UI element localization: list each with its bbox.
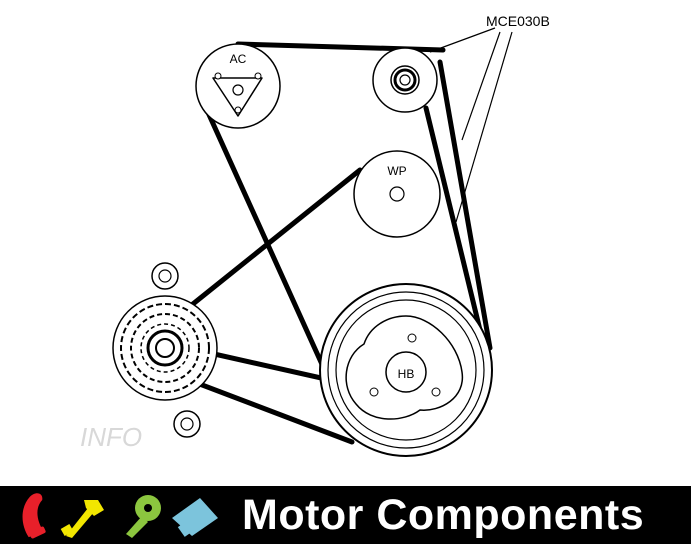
alternator xyxy=(112,262,218,438)
belt-routing-diagram: INFO MCE030B AC WP xyxy=(80,13,550,457)
part-code-leader xyxy=(429,27,513,223)
brand-icons xyxy=(22,493,218,539)
wp-pulley: WP xyxy=(353,150,441,238)
brand-title: Motor Components xyxy=(242,491,645,539)
blue-part-icon xyxy=(172,498,218,537)
part-code-label: MCE030B xyxy=(486,13,550,29)
red-part-icon xyxy=(22,493,46,539)
ac-pulley: AC xyxy=(195,43,281,129)
yellow-part-icon xyxy=(60,500,104,538)
idler-pulley xyxy=(372,47,438,113)
hb-pulley: HB xyxy=(319,283,493,457)
green-part-icon xyxy=(126,495,161,538)
wp-label: WP xyxy=(387,164,406,178)
brand-banner: Motor Components xyxy=(0,486,691,544)
ac-label: AC xyxy=(230,52,247,66)
hb-label: HB xyxy=(398,367,415,381)
watermark-text: INFO xyxy=(80,422,142,452)
